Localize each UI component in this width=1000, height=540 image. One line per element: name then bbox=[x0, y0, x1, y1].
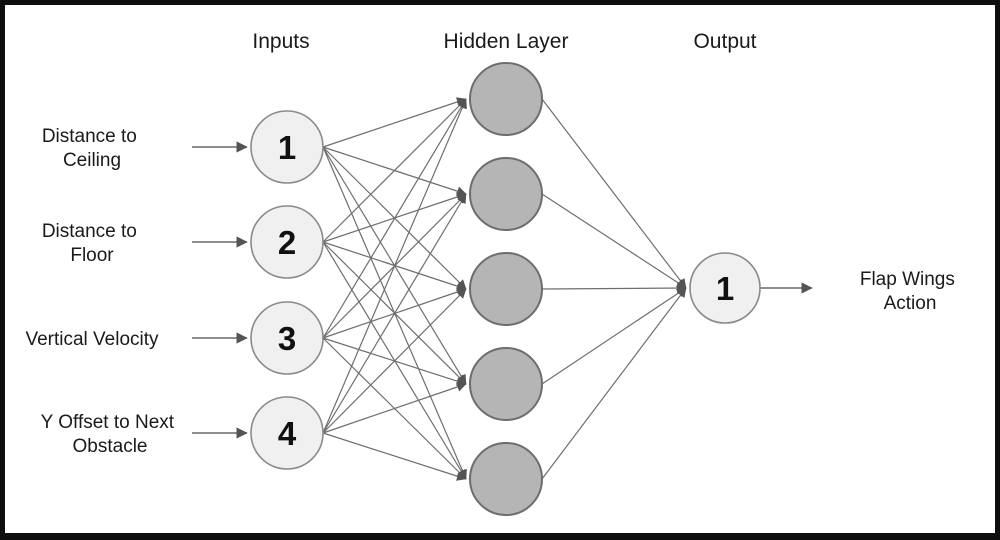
edge-h3-o1 bbox=[541, 283, 687, 293]
hidden-node-3 bbox=[469, 252, 543, 326]
input-arrows bbox=[192, 141, 248, 439]
edges-input-to-hidden bbox=[322, 97, 467, 481]
hidden-node-5 bbox=[469, 442, 543, 516]
output-node-number: 1 bbox=[716, 270, 734, 307]
input-label-3-line1: Vertical Velocity bbox=[25, 329, 159, 350]
input-label-4: Y Offset to Next Obstacle bbox=[41, 412, 180, 457]
header-inputs: Inputs bbox=[252, 30, 309, 53]
input-label-1-line1: Distance to bbox=[42, 126, 137, 147]
input-node-3-number: 3 bbox=[278, 320, 296, 357]
input-node-2 bbox=[250, 205, 324, 279]
input-label-3: Vertical Velocity bbox=[25, 329, 159, 350]
header-output: Output bbox=[693, 30, 756, 53]
edge-i3-h1 bbox=[322, 98, 467, 339]
input-label-4-line1: Y Offset to Next bbox=[41, 412, 175, 433]
input-node-4-number: 4 bbox=[278, 415, 297, 452]
input-label-2-line1: Distance to bbox=[42, 221, 137, 242]
hidden-layer bbox=[469, 62, 543, 516]
edge-h1-o1 bbox=[541, 98, 687, 289]
input-label-1-line2: Ceiling bbox=[63, 150, 121, 171]
input-label-1: Distance to Ceiling bbox=[42, 126, 142, 171]
edge-i1-h1 bbox=[322, 97, 467, 148]
edges-hidden-to-output bbox=[541, 98, 687, 480]
input-node-3 bbox=[250, 301, 324, 375]
input-node-1-number: 1 bbox=[278, 129, 296, 166]
input-label-2: Distance to Floor bbox=[42, 221, 142, 266]
input-label-4-line2: Obstacle bbox=[73, 436, 148, 457]
edge-i4-h5 bbox=[322, 432, 467, 481]
input-node-2-number: 2 bbox=[278, 224, 296, 261]
hidden-node-1 bbox=[469, 62, 543, 136]
edge-i4-h4 bbox=[322, 382, 467, 434]
output-label-line2: Action bbox=[884, 293, 937, 314]
output-node bbox=[689, 252, 761, 324]
input-label-2-line2: Floor bbox=[70, 245, 114, 266]
edge-i4-h1 bbox=[322, 98, 467, 434]
output-label: Flap Wings Action bbox=[860, 269, 960, 314]
hidden-node-4 bbox=[469, 347, 543, 421]
edge-i4-h2 bbox=[322, 193, 467, 434]
edge-h4-o1 bbox=[541, 287, 687, 385]
edge-i4-h3 bbox=[322, 288, 467, 434]
edge-i2-h1 bbox=[322, 98, 467, 243]
edge-h2-o1 bbox=[541, 193, 687, 289]
input-layer: 1 2 3 4 bbox=[250, 110, 324, 470]
output-label-line1: Flap Wings bbox=[860, 269, 955, 290]
input-node-1 bbox=[250, 110, 324, 184]
input-node-4 bbox=[250, 396, 324, 470]
edge-h5-o1 bbox=[541, 287, 687, 480]
header-hidden-layer: Hidden Layer bbox=[444, 30, 569, 53]
output-layer: 1 bbox=[689, 252, 761, 324]
hidden-node-2 bbox=[469, 157, 543, 231]
